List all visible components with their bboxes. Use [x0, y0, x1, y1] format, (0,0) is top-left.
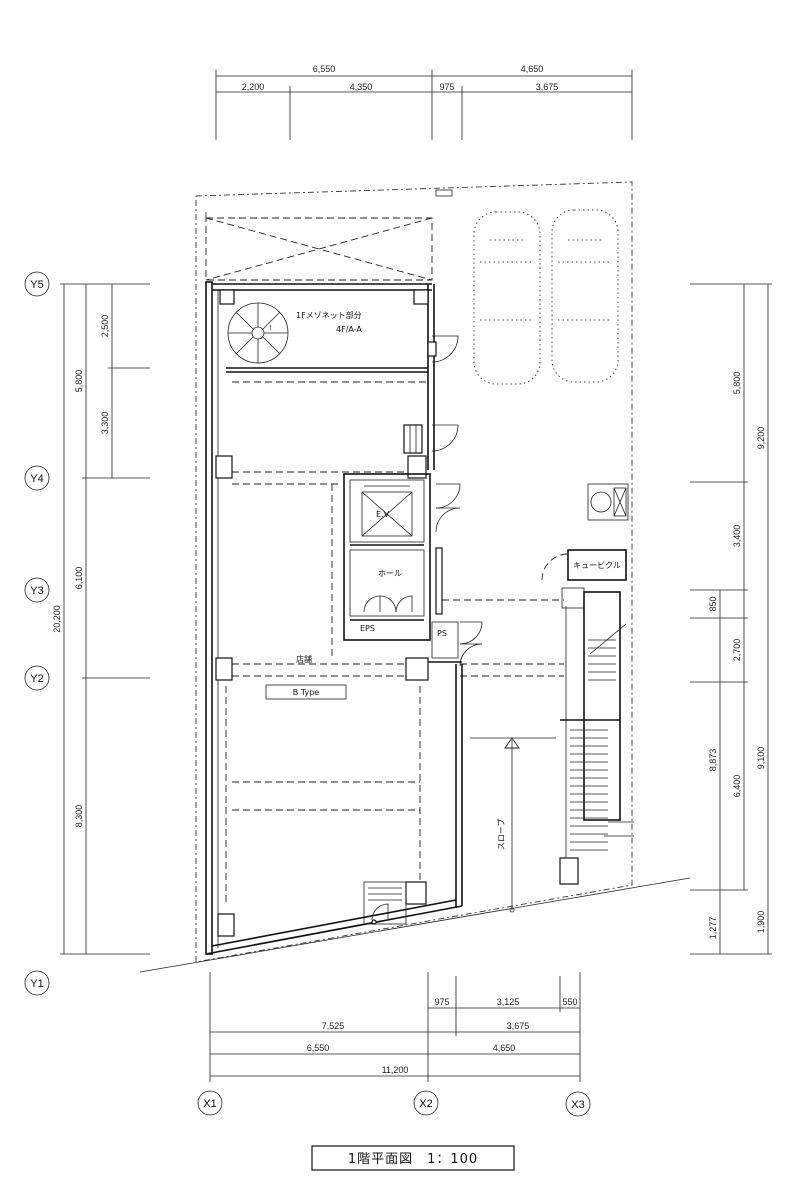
grid-label-x3: X3	[571, 1099, 584, 1111]
dim-bottom-row3-1: 6,550	[307, 1043, 330, 1053]
dim-right-2: 9,200	[756, 427, 766, 450]
dim-top-sub-2: 4,350	[350, 82, 373, 92]
dim-bottom-row3-2: 4,650	[493, 1043, 516, 1053]
grid-label-x2: X2	[419, 1098, 432, 1110]
dim-bottom-row2-1: 7,525	[322, 1021, 345, 1031]
dim-left-5: 20,200	[52, 605, 62, 633]
dim-right-8: 9,100	[756, 747, 766, 770]
dim-right-6: 8,873	[708, 749, 718, 772]
dim-right-7: 6,400	[732, 775, 742, 798]
room-label-b-type: B Type	[293, 688, 319, 697]
left-dimensions: 2,500 5,800 3,300 6,100 20,200 8,300	[52, 283, 150, 955]
dim-bottom-row1-2: 3,125	[497, 997, 520, 1007]
grid-label-y3: Y3	[30, 585, 43, 597]
dim-right-1: 5,800	[732, 372, 742, 395]
title-block: 1階平面図 1：100	[311, 1145, 515, 1171]
dim-left-6: 8,300	[74, 805, 84, 828]
room-label-slope: スロープ	[497, 818, 506, 850]
top-dimensions: 6,550 4,650 2,200 4,350 975 3,675	[215, 64, 633, 140]
dim-top-sub-4: 3,675	[536, 82, 559, 92]
room-label-maisonette: 1Fメゾネット部分	[296, 310, 362, 320]
room-label-hall: ホール	[378, 569, 402, 578]
dim-bottom-row1-1: 975	[434, 997, 449, 1007]
b-type-box	[265, 684, 347, 700]
dim-bottom-row1-3: 550	[562, 997, 577, 1007]
room-label-maisonette-sub: 4F/A-A	[336, 325, 362, 334]
drawing-title: 1階平面図 1：100	[348, 1152, 478, 1167]
building-walls	[205, 212, 564, 955]
room-label-corridor: 店舗	[296, 654, 312, 664]
dim-right-4: 850	[708, 596, 718, 611]
dim-top-sub-3: 975	[439, 82, 454, 92]
dim-bottom-row2-2: 3,675	[507, 1021, 530, 1031]
grid-label-y4: Y4	[30, 473, 43, 485]
dim-top-total-1: 6,550	[313, 64, 336, 74]
dim-top-sub-1: 2,200	[242, 82, 265, 92]
bottom-dimensions: 975 3,125 550 7,525 3,675 6,550 4,650 11…	[209, 972, 581, 1082]
room-label-ps: PS	[437, 629, 447, 638]
entry-stair	[363, 881, 407, 925]
dim-right-3: 3,400	[732, 525, 742, 548]
dim-left-3: 3,300	[100, 412, 110, 435]
room-label-eps: EPS	[360, 624, 375, 633]
dim-left-4: 6,100	[74, 567, 84, 590]
slope-arrow: スロープ	[470, 737, 556, 913]
dim-right-5: 2,700	[732, 639, 742, 662]
east-doors	[403, 335, 483, 667]
stair-arrow-glyph: ↑	[268, 322, 273, 332]
room-label-ev: E.V	[376, 510, 390, 519]
room-label-cubicle: キュービクル	[573, 561, 621, 570]
grid-label-x1: X1	[203, 1098, 216, 1110]
dim-bottom-total: 11,200	[382, 1065, 409, 1075]
dim-left-2: 5,800	[74, 370, 84, 393]
service-area: キュービクル	[541, 483, 634, 885]
road-boundary-line	[139, 877, 691, 973]
site-boundary	[195, 181, 633, 963]
dim-right-10: 1,900	[756, 911, 766, 934]
grid-label-y5: Y5	[30, 279, 43, 291]
grid-label-y1: Y1	[30, 978, 43, 990]
dim-left-1: 2,500	[100, 315, 110, 338]
parking-cars	[473, 209, 619, 385]
elevator-core: E.V ホール EPS PS	[343, 473, 459, 659]
spiral-stair: ↑	[227, 302, 289, 364]
dim-top-total-2: 4,650	[521, 64, 544, 74]
right-dimensions: 5,800 9,200 3,400 850 2,700 8,873 6,400 …	[690, 283, 772, 955]
dim-right-9: 1,277	[708, 917, 718, 940]
grid-bubbles: Y5 Y4 Y3 Y2 Y1 X1 X2 X3	[24, 271, 591, 1117]
grid-label-y2: Y2	[30, 673, 43, 685]
